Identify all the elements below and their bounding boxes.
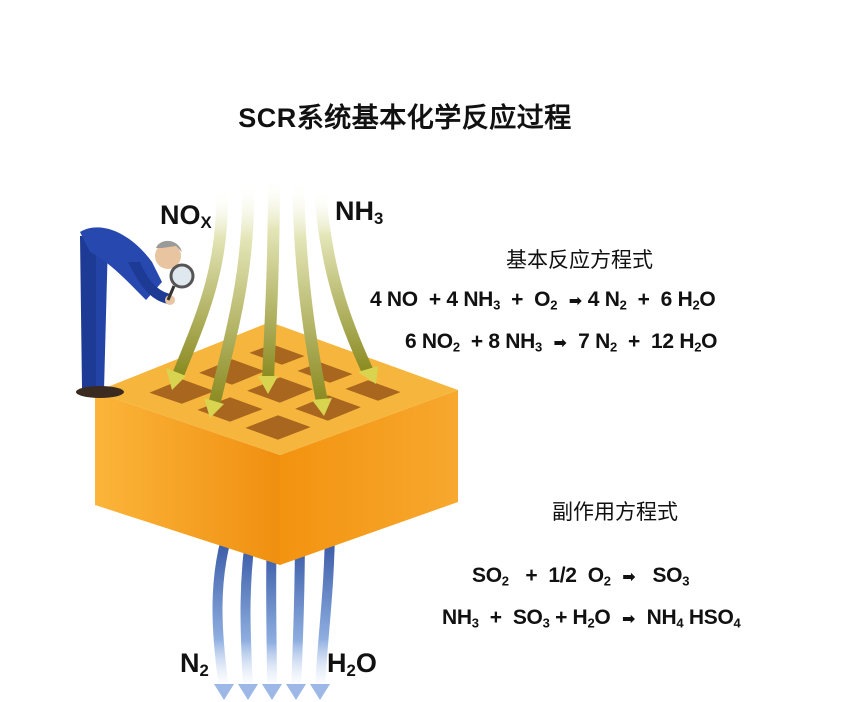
reaction-arrow-icon: ➡ bbox=[622, 569, 636, 586]
reaction-arrow-icon: ➡ bbox=[568, 293, 582, 310]
catalyst-block bbox=[95, 322, 458, 565]
label-nh3: NH3 bbox=[335, 196, 384, 229]
basic-equation-2: 6 NO2 + 8 NH3 ➡ 7 N2 + 12 H2O bbox=[405, 330, 718, 355]
diagram-title: SCR系统基本化学反应过程 bbox=[238, 103, 572, 133]
magnifier-icon bbox=[166, 263, 195, 301]
side-equation-1: SO2 + 1/2 O2 ➡ SO3 bbox=[472, 564, 690, 589]
basic-reactions-heading: 基本反应方程式 bbox=[506, 248, 653, 272]
side-reactions-heading: 副作用方程式 bbox=[552, 500, 678, 524]
label-nox: NOX bbox=[160, 200, 212, 233]
reaction-arrow-icon: ➡ bbox=[621, 611, 636, 628]
basic-equation-1: 4 NO + 4 NH3 + O2 ➡4 N2 + 6 H2O bbox=[370, 288, 716, 313]
label-h2o: H2O bbox=[327, 648, 377, 681]
reaction-arrow-icon: ➡ bbox=[553, 335, 567, 352]
side-equation-2: NH3 + SO3 + H2O ➡ NH4 HSO4 bbox=[442, 606, 741, 631]
inflow-arrows bbox=[166, 177, 378, 418]
label-n2: N2 bbox=[180, 648, 209, 681]
inspector-figure bbox=[76, 227, 182, 398]
